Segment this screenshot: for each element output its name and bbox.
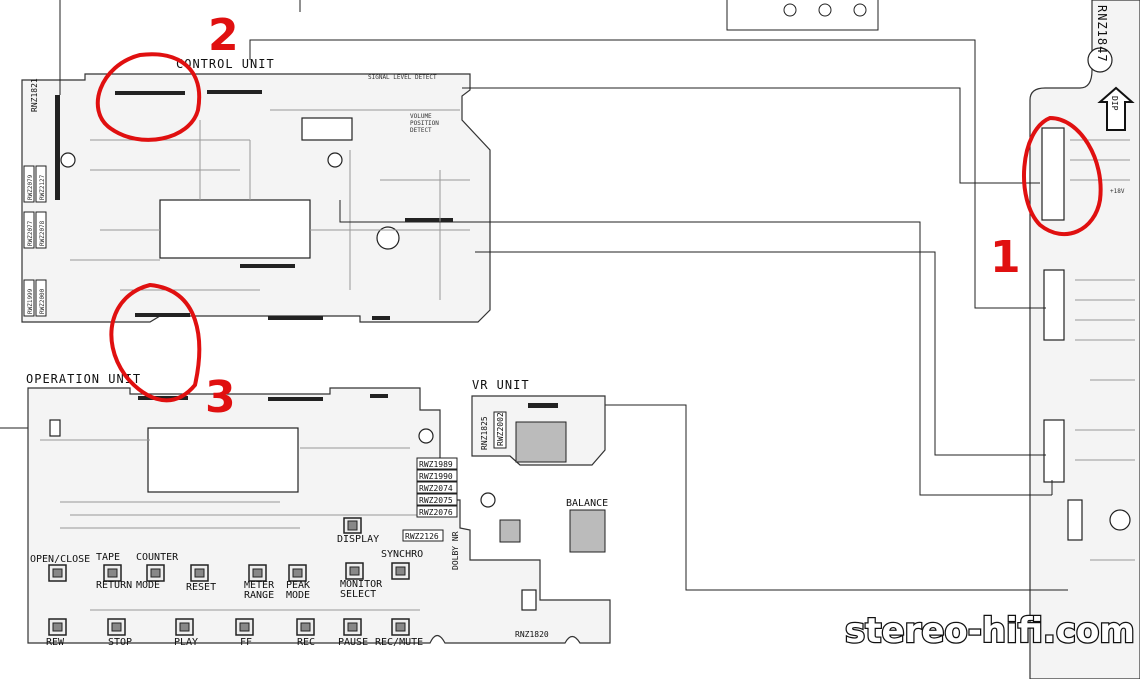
connector-cn1 — [1041, 127, 1065, 221]
svg-text:STOP: STOP — [108, 637, 132, 648]
right-board-id: RNZ1847 — [1095, 5, 1109, 63]
vr-unit-title: VR UNIT — [472, 378, 530, 392]
button-reset[interactable]: RESET — [186, 564, 216, 593]
monitor-select-label: MONITOR SELECT — [340, 579, 383, 600]
interconnect-wires — [0, 0, 1068, 591]
voltage-label: +18V — [1110, 188, 1125, 195]
display-button[interactable]: DISPLAY — [337, 517, 379, 545]
control-unit-title: CONTROL UNIT — [176, 57, 275, 71]
top-partial-board — [299, 0, 879, 31]
control-unit-board-id: RNZ1821 — [30, 78, 39, 112]
svg-text:RWZ2078: RWZ2078 — [39, 220, 46, 246]
annotation-circle-2 — [95, 52, 202, 142]
svg-text:RWZ2076: RWZ2076 — [419, 508, 453, 517]
svg-text:RWZ2000: RWZ2000 — [39, 288, 46, 314]
svg-text:PLAY: PLAY — [174, 637, 198, 648]
svg-text:SYNCHRO: SYNCHRO — [381, 549, 423, 560]
svg-text:PAUSE: PAUSE — [338, 637, 368, 648]
button-rec-mute[interactable]: REC/MUTE — [375, 618, 423, 648]
connector-cn4 — [1067, 499, 1083, 541]
annotation-label-2: 2 — [208, 10, 239, 61]
svg-text:RESET: RESET — [186, 582, 216, 593]
dolby-switch — [499, 519, 521, 543]
vr-unit-board-id: RNZ1825 — [480, 416, 489, 450]
balance-pot — [569, 509, 606, 553]
annotation-label-3: 3 — [205, 372, 236, 423]
button-stop[interactable]: STOP — [107, 618, 132, 648]
svg-text:RWZ2127: RWZ2127 — [39, 174, 46, 200]
connector-cn2 — [1043, 269, 1065, 341]
red-annotations: 1 2 3 — [95, 10, 1103, 423]
annotation-circle-1 — [1022, 115, 1103, 237]
svg-text:RWZ2075: RWZ2075 — [419, 496, 453, 505]
svg-text:RWZ1999: RWZ1999 — [27, 288, 34, 314]
dip-label: DIP — [1110, 96, 1119, 111]
operation-unit-board-id: RNZ1820 — [515, 630, 549, 639]
switch-s951 — [521, 589, 537, 611]
operation-variant-labels: RWZ1989 RWZ1990 RWZ2074 RWZ2075 RWZ2076 … — [402, 457, 458, 542]
transistor — [480, 492, 496, 508]
annotation-circle-3 — [109, 282, 202, 403]
button-synchro[interactable]: SYNCHRO — [381, 549, 423, 580]
dolby-nr-label: DOLBY NR — [451, 531, 460, 570]
button-rec[interactable]: REC — [296, 618, 315, 648]
peak-mode-label: PEAK MODE — [286, 580, 311, 601]
svg-text:RWZ1989: RWZ1989 — [419, 460, 453, 469]
volume-pot — [515, 421, 567, 463]
control-unit-board — [21, 73, 491, 323]
svg-text:FF: FF — [240, 637, 252, 648]
button-meter-range[interactable] — [248, 564, 267, 582]
button-peak-mode[interactable] — [288, 564, 307, 582]
annotation-label-1: 1 — [990, 232, 1021, 283]
connector-cn3 — [1043, 419, 1065, 483]
button-open-close[interactable]: OPEN/CLOSE — [30, 554, 90, 582]
svg-text:OPEN/CLOSE: OPEN/CLOSE — [30, 554, 90, 565]
svg-text:RWZ2126: RWZ2126 — [405, 532, 439, 541]
balance-label: BALANCE — [566, 498, 608, 509]
button-play[interactable]: PLAY — [174, 618, 198, 648]
position-label: POSITION — [410, 120, 439, 127]
operation-unit-title: OPERATION UNIT — [26, 372, 141, 386]
svg-text:RWZ2074: RWZ2074 — [419, 484, 453, 493]
svg-text:REC/MUTE: REC/MUTE — [375, 637, 423, 648]
meter-range-label: METER RANGE — [244, 580, 275, 601]
vr-variant-label: RWZ2002 — [496, 412, 505, 446]
svg-text:REW: REW — [46, 637, 65, 648]
button-rew[interactable]: REW — [46, 618, 67, 648]
svg-text:REC: REC — [297, 637, 315, 648]
vr-connector — [528, 403, 558, 408]
operation-unit-components — [40, 394, 434, 611]
control-unit-side-labels: RWZ2079 RWZ2127 RWZ2077 RWZ2078 RWZ1999 … — [23, 165, 47, 317]
vr-variant-box — [493, 411, 507, 449]
tape-return-label: TAPE RETURN — [96, 552, 133, 591]
button-counter-mode[interactable] — [146, 564, 165, 582]
volume-label: VOLUME — [410, 113, 432, 120]
svg-text:RWZ1990: RWZ1990 — [419, 472, 453, 481]
svg-text:DISPLAY: DISPLAY — [337, 534, 379, 545]
button-tape-return[interactable] — [103, 564, 122, 582]
button-ff[interactable]: FF — [235, 618, 254, 648]
button-monitor-select[interactable] — [345, 562, 364, 580]
control-unit-components — [55, 90, 470, 320]
dip-arrow-icon: DIP — [1097, 86, 1135, 131]
svg-text:RWZ2077: RWZ2077 — [27, 220, 34, 246]
svg-text:RWZ2079: RWZ2079 — [27, 174, 34, 200]
signal-level-detect-label: SIGNAL LEVEL DETECT — [368, 74, 437, 81]
watermark: stereo-hifi.com — [845, 611, 1135, 651]
detect-label: DETECT — [410, 127, 432, 134]
button-pause[interactable]: PAUSE — [338, 618, 368, 648]
counter-mode-label: COUNTER MODE — [136, 552, 179, 591]
